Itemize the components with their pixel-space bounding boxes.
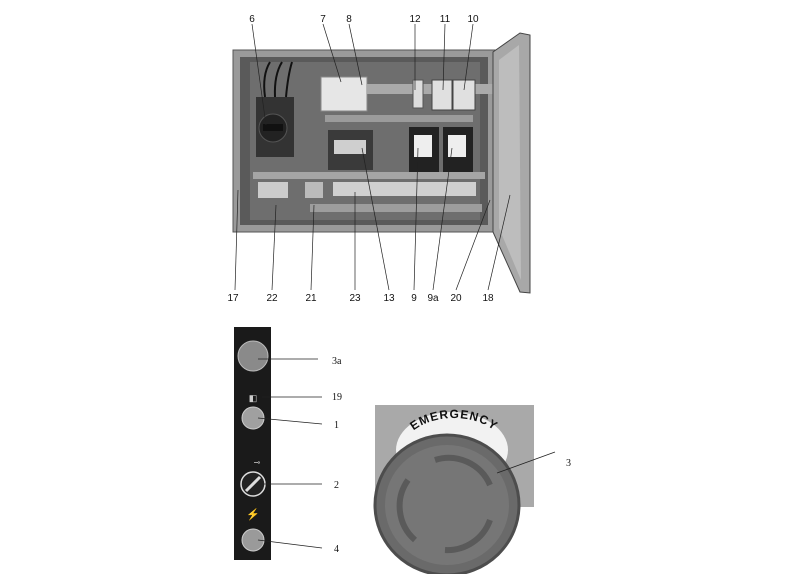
label-3: 3 xyxy=(566,458,571,469)
label-20: 20 xyxy=(450,293,462,304)
terminal-strip xyxy=(333,182,476,196)
label-22: 22 xyxy=(266,293,278,304)
label-13: 13 xyxy=(383,293,395,304)
label-23: 23 xyxy=(349,293,361,304)
switch-symbol-icon: ⊸ xyxy=(254,458,261,467)
terminal-block-22 xyxy=(258,182,288,198)
lamp-symbol-icon: ◧ xyxy=(249,393,258,403)
label-2: 2 xyxy=(334,480,339,491)
cabinet-bottom-labels: 17 22 21 23 13 9 9a 20 18 xyxy=(227,293,494,304)
label-3a: 3a xyxy=(332,356,342,367)
relay xyxy=(412,79,424,109)
label-19: 19 xyxy=(332,392,342,403)
button-3a xyxy=(237,340,269,372)
label-18: 18 xyxy=(482,293,494,304)
control-panel-photo: ◧ ⊸ ⚡ 3a 19 1 2 4 xyxy=(234,327,342,560)
label-7: 7 xyxy=(320,14,326,25)
label-12: 12 xyxy=(409,14,421,25)
button-4 xyxy=(241,528,265,552)
lightning-icon: ⚡ xyxy=(246,508,260,521)
emergency-stop-photo: EMERGENCY 3 xyxy=(373,405,571,574)
main-switch xyxy=(256,61,294,157)
cabinet-top-labels: 6 7 8 12 11 10 xyxy=(249,14,479,25)
label-4: 4 xyxy=(334,544,339,555)
rotate-arrows-icon xyxy=(396,454,493,554)
label-1: 1 xyxy=(334,420,339,431)
contactor-11 xyxy=(431,79,453,111)
label-9a: 9a xyxy=(427,293,439,304)
circuit-breakers xyxy=(320,76,368,112)
button-1 xyxy=(241,406,265,430)
label-21: 21 xyxy=(305,293,317,304)
contactor-10 xyxy=(452,79,476,111)
label-6: 6 xyxy=(249,14,255,25)
label-9: 9 xyxy=(411,293,417,304)
label-8: 8 xyxy=(346,14,352,25)
label-10: 10 xyxy=(467,14,479,25)
cabinet-photo: 6 7 8 12 11 10 17 22 21 23 13 9 9a 20 18 xyxy=(227,14,531,304)
label-17: 17 xyxy=(227,293,239,304)
label-11: 11 xyxy=(440,14,451,25)
